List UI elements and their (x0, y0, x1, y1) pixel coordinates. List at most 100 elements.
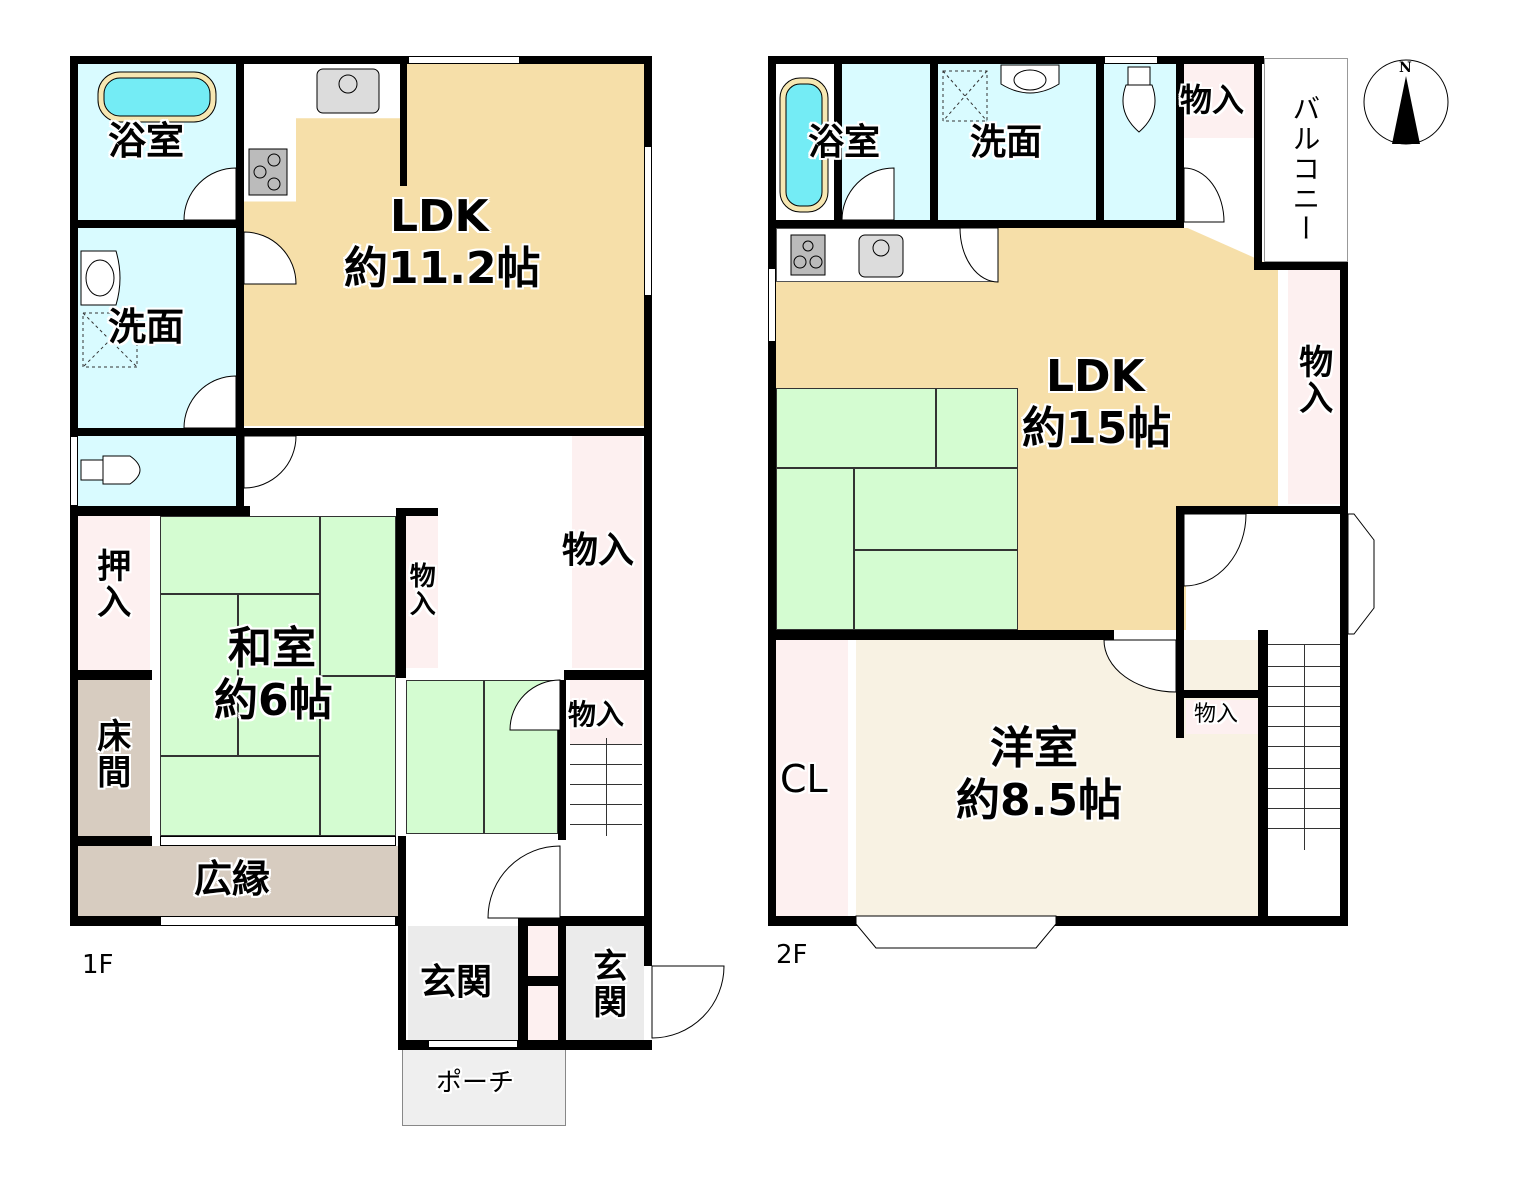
f2-storage-top-label: 物入 (1180, 81, 1245, 119)
f1-entrance-left-label: 玄関 (420, 962, 493, 1003)
f1-oshiire (78, 516, 150, 670)
f1-washitsu-name: 和室 (228, 623, 316, 674)
f2-storage-small (1186, 700, 1258, 734)
wall (1254, 56, 1262, 266)
bathtub-icon (97, 71, 217, 123)
wall (558, 680, 566, 840)
f2-bath (776, 64, 934, 220)
wall (70, 220, 244, 228)
wall (396, 508, 406, 678)
washer-pan-icon (82, 312, 138, 368)
wall (768, 56, 776, 926)
kitchen-sink-icon (316, 68, 380, 114)
f2-youshitsu-name: 洋室 (990, 723, 1078, 774)
f2-storage-top (1184, 64, 1254, 138)
f1-washroom-label: 洗面 (108, 305, 185, 349)
tatami-mat (776, 468, 854, 630)
bathtub-icon (779, 77, 829, 213)
f1-porch (402, 1048, 566, 1126)
f1-tokonoma (78, 680, 150, 836)
wall (398, 1040, 652, 1050)
floor-2-tag: 2F (776, 940, 808, 970)
wall (644, 56, 652, 926)
tatami-mat (854, 468, 1018, 550)
gas-stove-icon (790, 234, 826, 276)
tatami-mat (160, 594, 238, 756)
wall (518, 916, 652, 926)
f2-storage-right-label: 物入 (1292, 344, 1333, 416)
f1-storage-small-label: 物入 (405, 562, 436, 618)
f2-balcony (1264, 58, 1348, 262)
f2-washroom-label: 洗面 (970, 122, 1043, 163)
wash-basin-icon (1000, 64, 1060, 94)
toilet-icon (80, 455, 141, 485)
f2-youshitsu-size: 約8.5帖 (956, 775, 1122, 826)
kitchen-sink-icon (858, 234, 904, 278)
f2-stair-area (1268, 630, 1340, 918)
door-swing (183, 375, 237, 429)
door-swing (487, 845, 561, 919)
window (160, 916, 396, 926)
f1-ldk-size: 約11.2帖 (344, 243, 541, 294)
tatami-mat (776, 388, 936, 468)
f1-ldk-name: LDK (390, 191, 489, 242)
wall (768, 220, 1184, 228)
f2-bath-label: 浴室 (808, 122, 881, 163)
tatami-mat (936, 388, 1018, 468)
f1-staircase (570, 738, 642, 840)
f2-ldk-lower (1014, 496, 1178, 630)
f2-balcony-label: バルコニー (1288, 94, 1322, 244)
f1-ldk (244, 64, 644, 426)
f1-entrance-right-label: 玄関 (586, 948, 627, 1020)
gas-stove-icon (248, 148, 288, 196)
wall (1254, 262, 1348, 270)
wall (518, 976, 566, 986)
window (160, 836, 396, 846)
f2-ldk (776, 228, 1278, 630)
f2-ldk-name: LDK (1046, 351, 1145, 402)
f1-washitsu-size: 約6帖 (214, 675, 333, 726)
bay-window (1347, 513, 1375, 635)
floor-1-tag: 1F (82, 950, 114, 980)
f2-tatami-area (776, 388, 1018, 630)
f2-staircase (1268, 644, 1340, 864)
wall (236, 56, 244, 506)
f2-closet (776, 640, 848, 918)
wall (1340, 262, 1348, 918)
wall (1176, 506, 1184, 738)
wall (768, 630, 1114, 640)
compass: N (1362, 58, 1450, 146)
f1-hall (244, 436, 564, 508)
f1-entrance-right (566, 926, 644, 1040)
wall (400, 56, 407, 186)
f1-storage-stair (570, 680, 642, 744)
f2-washroom (938, 64, 1098, 220)
door-swing (243, 231, 297, 285)
wall (930, 56, 938, 222)
compass-north-label: N (1399, 60, 1412, 76)
f2-closet-label: CL (780, 757, 828, 801)
wash-basin-icon (80, 250, 121, 306)
f1-entrance-left (408, 926, 518, 1040)
wall (70, 428, 652, 436)
tatami-mat (320, 676, 396, 836)
wall (398, 836, 406, 1048)
bay-window (855, 915, 1057, 949)
wall (1176, 56, 1184, 222)
door-swing (1103, 639, 1177, 693)
wall (70, 836, 152, 846)
tatami-mat (484, 680, 558, 834)
window (408, 56, 520, 64)
tatami-mat (406, 680, 484, 834)
window (428, 1040, 518, 1048)
f2-storage-small-label: 物入 (1194, 702, 1239, 727)
window (644, 146, 652, 296)
wall (564, 670, 652, 680)
tatami-mat (854, 550, 1018, 630)
wall (834, 56, 842, 222)
wall (768, 56, 1264, 64)
f1-storage-right (572, 436, 642, 668)
door-swing (243, 435, 297, 489)
door-swing (1183, 513, 1247, 587)
door-swing (959, 227, 999, 283)
